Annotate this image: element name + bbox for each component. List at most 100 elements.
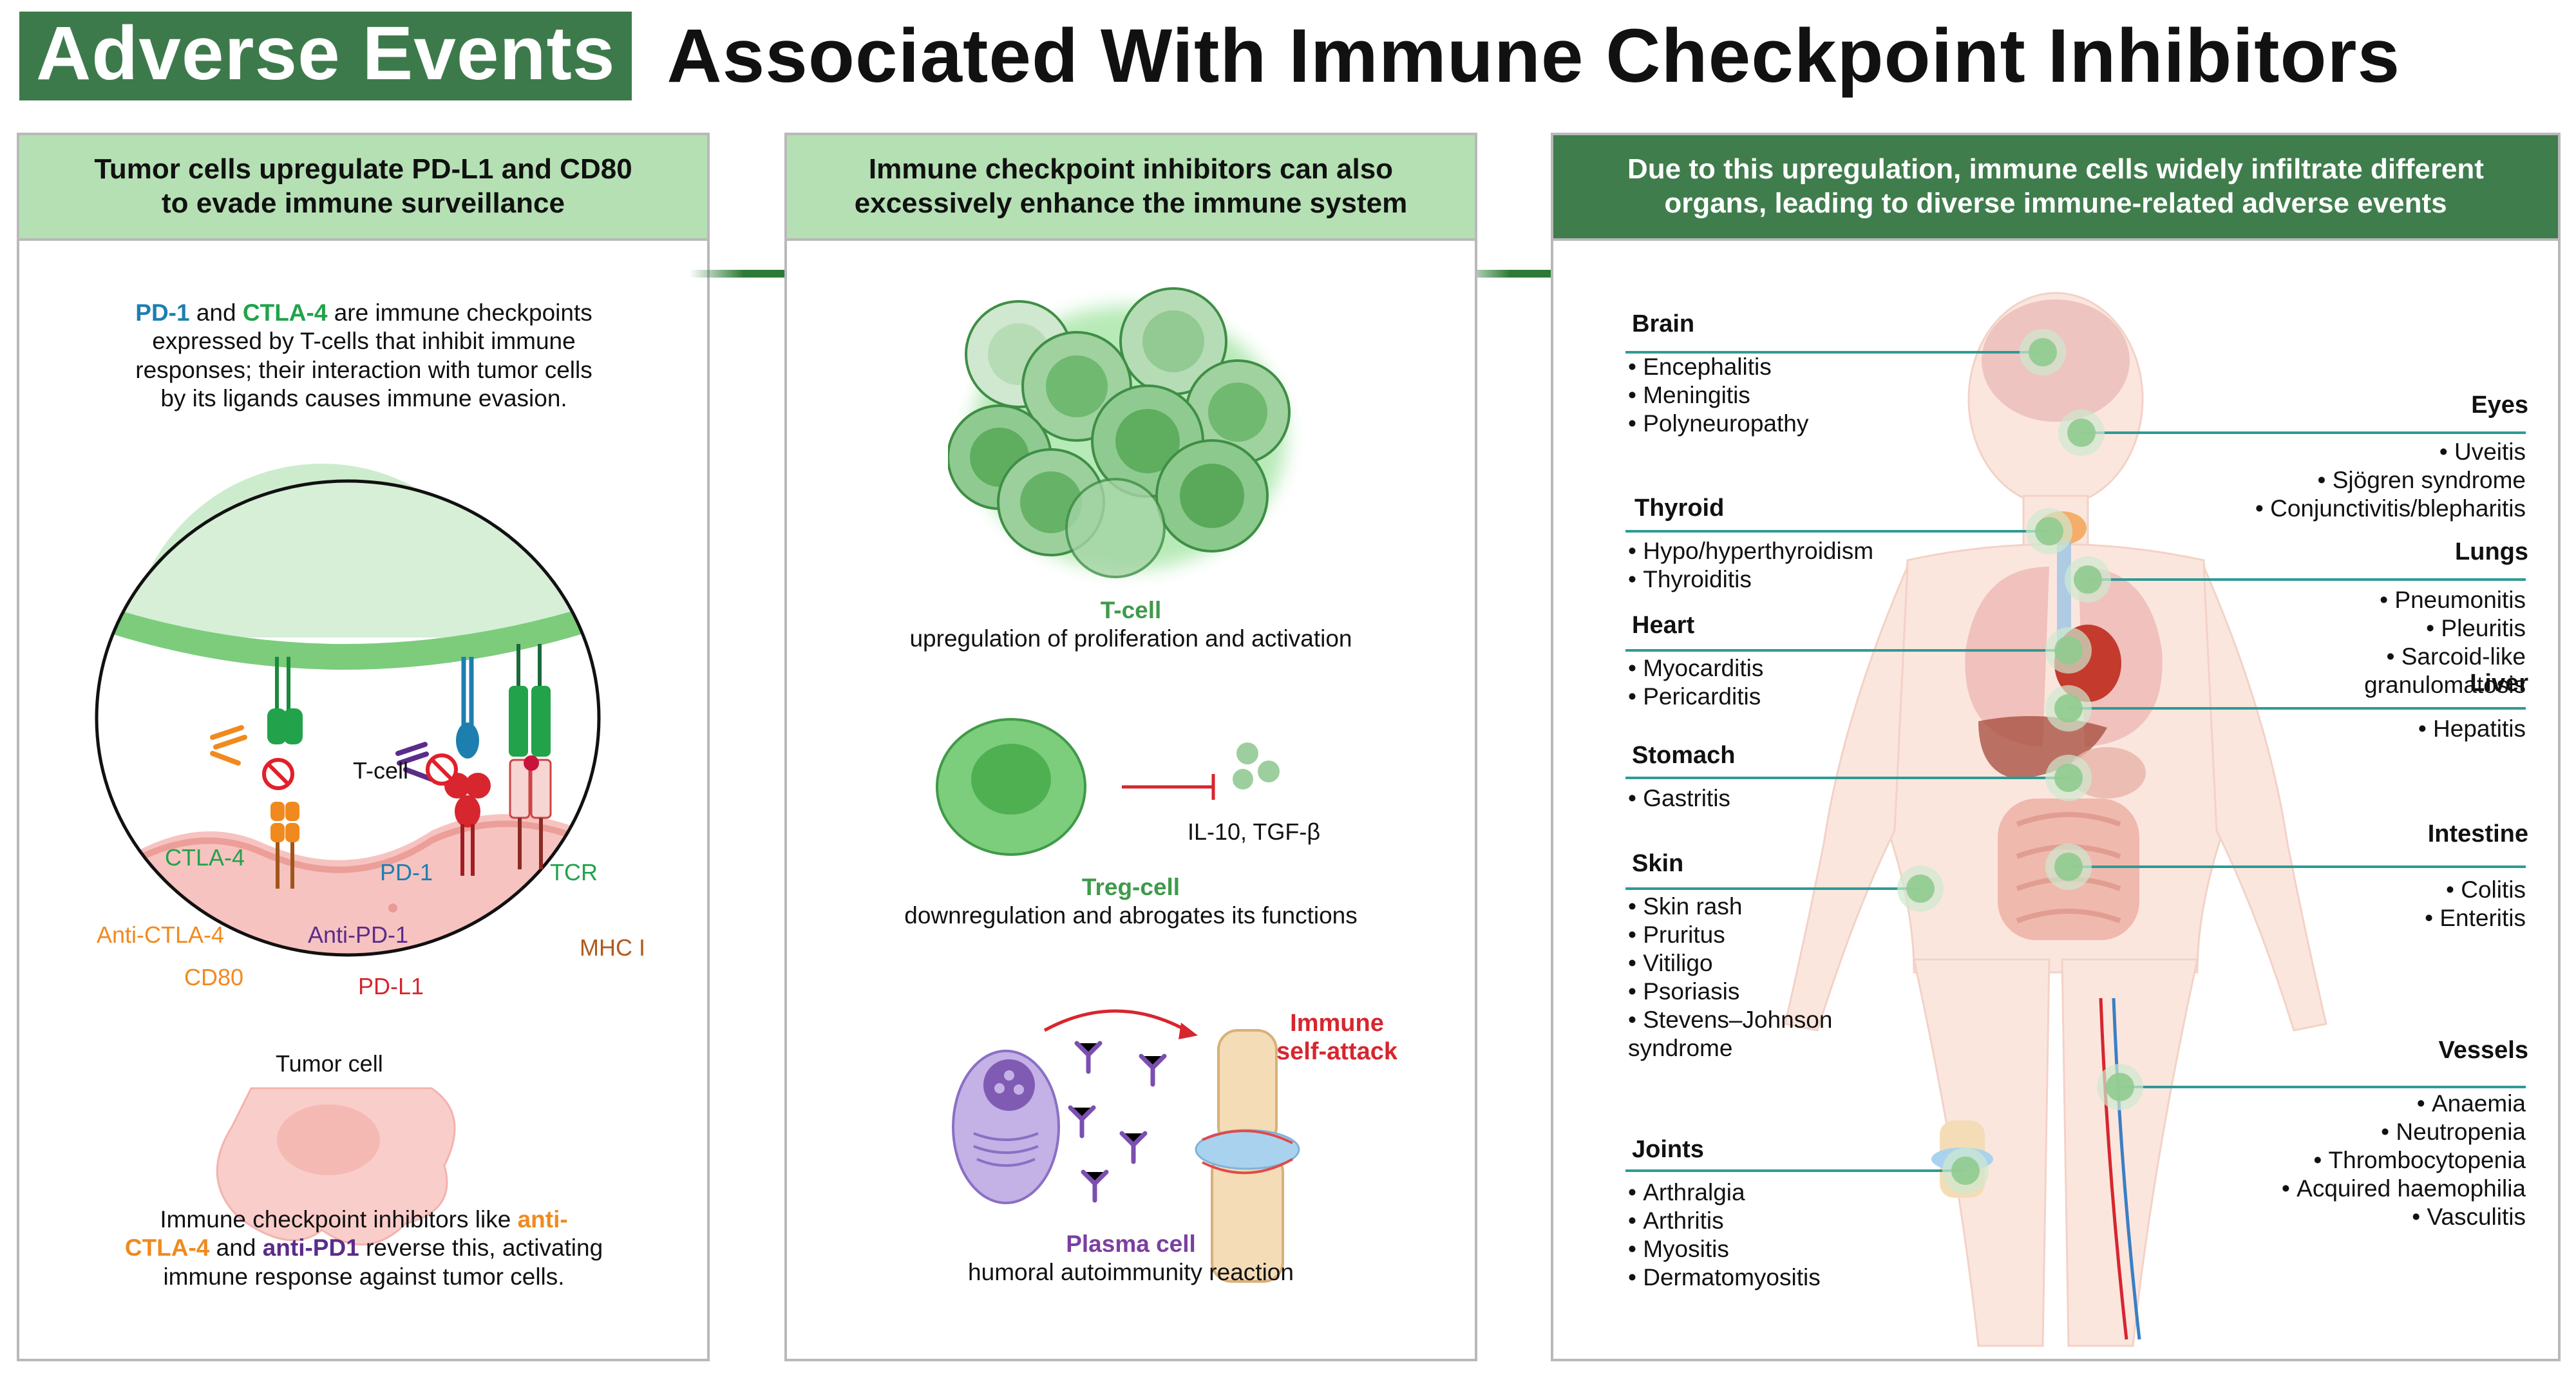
list-item: Arthritis (1628, 1207, 1821, 1235)
list-item: Vitiligo (1628, 949, 1911, 978)
cytokines-label: IL-10, TGF-β (1188, 818, 1321, 845)
organ-stomach-list: Gastritis (1628, 784, 1730, 813)
cd80-label: CD80 (184, 964, 244, 990)
organ-marker-lungs (2074, 565, 2102, 594)
organ-skin-list: Skin rash Pruritus Vitiligo Psoriasis St… (1628, 893, 1911, 1063)
tcell-cluster-icon (948, 287, 1291, 578)
leader-lines (1625, 329, 2526, 1194)
ctla4-label: CTLA-4 (165, 844, 245, 871)
panel2-header-line1: Immune checkpoint inhibitors can also (868, 153, 1394, 185)
list-item: Myocarditis (1628, 654, 1763, 683)
outro-line2d: reverse this, activating (359, 1234, 603, 1262)
organ-heart-list: Myocarditis Pericarditis (1628, 654, 1763, 711)
organ-intestine-list: Colitis Enteritis (2425, 876, 2526, 932)
panel1-header-line1: Tumor cells upregulate PD-L1 and CD80 (94, 153, 632, 185)
list-item: Myositis (1628, 1235, 1821, 1263)
list-item: Colitis (2425, 876, 2526, 904)
organ-intestine-title: Intestine (2427, 820, 2528, 847)
panel1-intro: PD-1 and CTLA-4 are immune checkpoints e… (32, 299, 696, 413)
organ-liver-list: Hepatitis (2418, 715, 2526, 743)
outro-antipd1: anti-PD1 (262, 1234, 359, 1262)
organ-vessels-list: Anaemia Neutropenia Thrombocytopenia Acq… (2255, 1090, 2526, 1231)
list-item: Stevens–Johnson syndrome (1628, 1006, 1911, 1063)
list-item: Psoriasis (1628, 978, 1911, 1006)
title-text: Associated With Immune Checkpoint Inhibi… (667, 14, 2401, 99)
list-item: Thrombocytopenia (2255, 1146, 2526, 1175)
organ-marker-joints (1951, 1157, 1980, 1185)
list-item: Anaemia (2255, 1090, 2526, 1118)
organ-marker-liver (2054, 694, 2083, 723)
title-highlight: Adverse Events (19, 12, 632, 100)
list-item: Vasculitis (2255, 1203, 2526, 1231)
list-item: Encephalitis (1628, 353, 1808, 381)
list-item: Dermatomyositis (1628, 1263, 1821, 1292)
organ-marker-stomach (2054, 764, 2083, 792)
plasma-desc: humoral autoimmunity reaction (968, 1259, 1294, 1286)
list-item: Polyneuropathy (1628, 410, 1808, 438)
organ-eyes-list: Uveitis Sjögren syndrome Conjunctivitis/… (2255, 438, 2526, 523)
list-item: Hepatitis (2418, 715, 2526, 743)
organ-thyroid-title: Thyroid (1634, 495, 1725, 522)
pdl1-label: PD-L1 (358, 973, 424, 999)
list-item: Pneumonitis (2255, 586, 2526, 614)
outro-line1a: Immune checkpoint inhibitors like (160, 1206, 518, 1233)
plasma-name: Plasma cell (1066, 1231, 1196, 1257)
panel3-header-line1: Due to this upregulation, immune cells w… (1627, 153, 2484, 185)
list-item: Hypo/hyperthyroidism (1628, 537, 1873, 565)
organ-marker-heart (2054, 636, 2083, 665)
outro-ctla4: CTLA-4 (124, 1234, 210, 1262)
organ-thyroid-list: Hypo/hyperthyroidism Thyroiditis (1628, 537, 1873, 594)
tcr-icon (509, 644, 551, 757)
organ-joints-title: Joints (1632, 1136, 1704, 1163)
anti-pd1-label: Anti-PD-1 (308, 922, 409, 948)
organ-joints-list: Arthralgia Arthritis Myositis Dermatomyo… (1628, 1178, 1821, 1292)
organ-lungs-list: Pneumonitis Pleuritis Sarcoid-like granu… (2255, 586, 2526, 699)
list-item: Pericarditis (1628, 683, 1763, 711)
liver-icon (1978, 716, 2107, 779)
organ-marker-brain (2029, 338, 2057, 366)
panel1-outro: Immune checkpoint inhibitors like anti- … (32, 1205, 696, 1291)
panel-adverse-events: Due to this upregulation, immune cells w… (1551, 133, 2561, 1361)
organ-marker-vessels (2106, 1073, 2134, 1101)
page-title: Adverse Events Associated With Immune Ch… (19, 12, 2401, 100)
pd1-label: PD-1 (380, 859, 433, 885)
intro-line4: by its ligands causes immune evasion. (160, 385, 567, 412)
organ-lungs-title: Lungs (2455, 538, 2528, 565)
anti-ctla4-label: Anti-CTLA-4 (97, 922, 225, 948)
tumor-label: Tumor cell (276, 1050, 383, 1077)
tcell-name: T-cell (1100, 597, 1162, 623)
outro-anti: anti- (517, 1206, 568, 1233)
plasma-cell-icon (952, 1009, 1300, 1283)
intro-pd1: PD-1 (135, 299, 190, 326)
tcell-block: T-cell upregulation of proliferation and… (787, 596, 1475, 654)
list-item: Enteritis (2425, 904, 2526, 932)
organ-marker-eyes (2067, 419, 2096, 447)
tcell-desc: upregulation of proliferation and activa… (909, 625, 1352, 652)
list-item: Pruritus (1628, 921, 1911, 949)
mhc-label: MHC I (580, 934, 645, 961)
panel1-header-line2: to evade immune surveillance (161, 187, 565, 219)
outro-and: and (209, 1234, 263, 1262)
treg-cell-icon (936, 718, 1280, 856)
list-item: Uveitis (2255, 438, 2526, 466)
list-item: Gastritis (1628, 784, 1730, 813)
list-item: Skin rash (1628, 893, 1911, 921)
list-item: Pleuritis (2255, 614, 2526, 643)
list-item: Meningitis (1628, 381, 1808, 410)
intro-line3: responses; their interaction with tumor … (135, 356, 592, 383)
intro-line2: expressed by T-cells that inhibit immune (152, 328, 576, 355)
treg-block: Treg-cell downregulation and abrogates i… (787, 873, 1475, 931)
list-item: Conjunctivitis/blepharitis (2255, 495, 2526, 523)
intro-and: and (189, 299, 243, 326)
vessels-icon (2099, 997, 2141, 1340)
organ-stomach-title: Stomach (1632, 742, 1736, 769)
anti-ctla4-antibody-icon (210, 725, 247, 766)
ctla4-receptor-icon (267, 657, 303, 744)
attack-line2: self-attack (1276, 1037, 1397, 1065)
organ-vessels-title: Vessels (2438, 1037, 2528, 1064)
organ-heart-title: Heart (1632, 612, 1695, 639)
intro-rest1: are immune checkpoints (327, 299, 592, 326)
